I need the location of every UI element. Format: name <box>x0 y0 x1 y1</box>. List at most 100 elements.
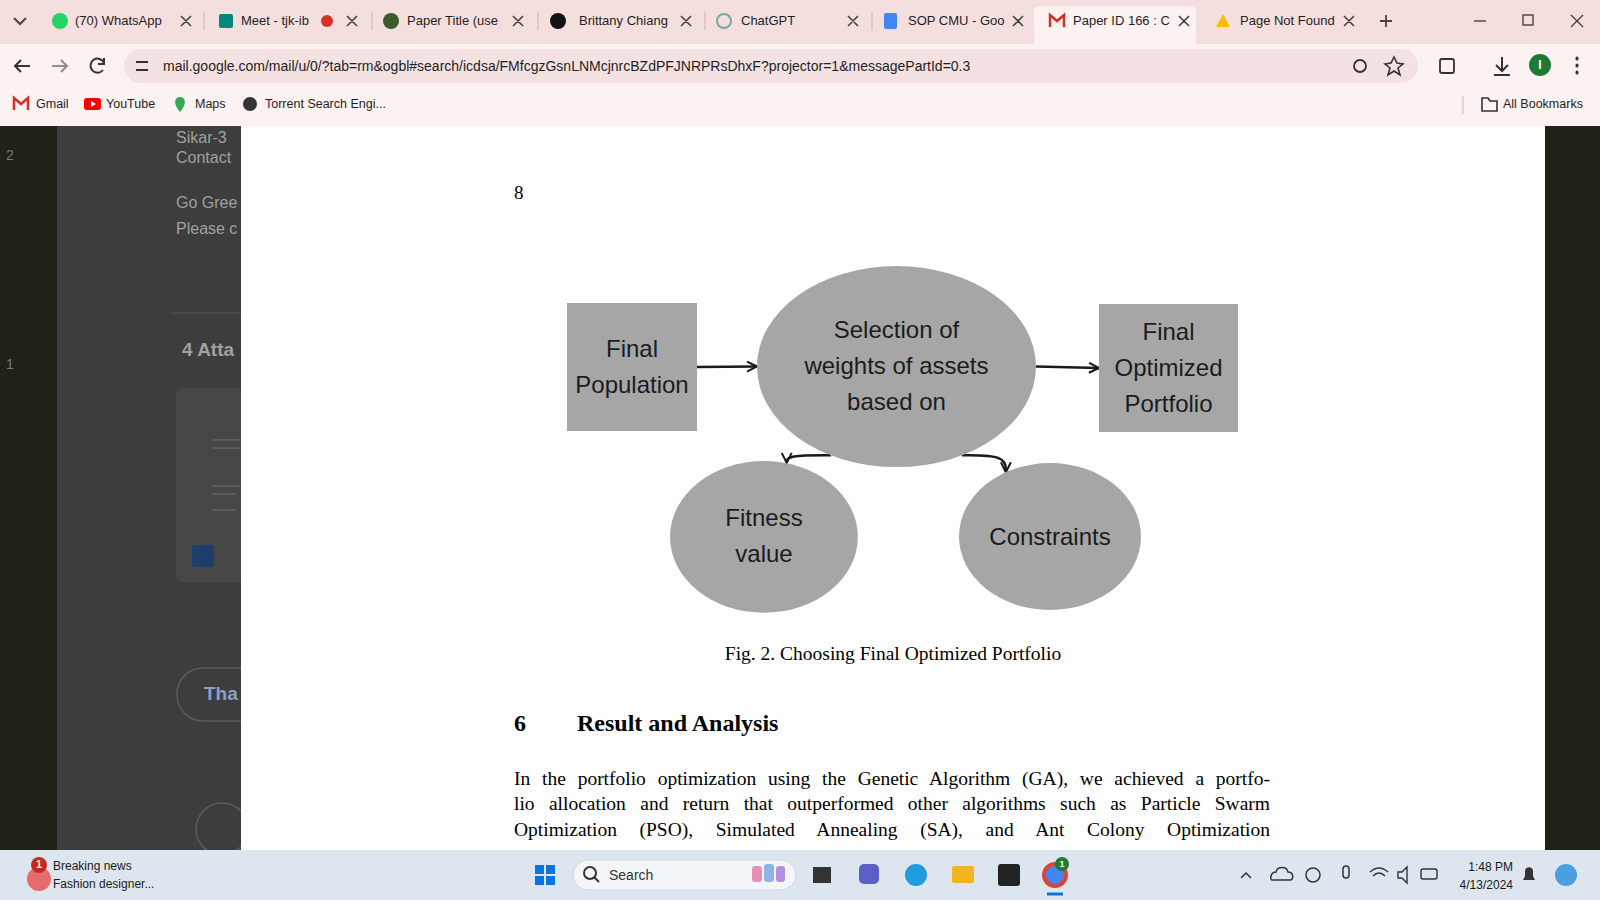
close-window-icon <box>1571 15 1583 27</box>
ellipse-outline <box>670 461 858 613</box>
windows-logo <box>535 876 544 885</box>
dimmed-mail-panel <box>57 126 247 850</box>
badge-dot <box>1055 857 1069 871</box>
page-number: 8 <box>514 182 524 205</box>
bookmark-icon <box>84 98 101 110</box>
ellipse-shape <box>670 461 858 613</box>
node-text: Final Optimized Portfolio <box>1106 314 1231 422</box>
badge-dot <box>31 857 47 873</box>
separator-line <box>170 313 241 314</box>
tray-icon <box>1306 868 1320 882</box>
search-icon <box>594 877 599 882</box>
process-box: Final Population <box>567 303 697 431</box>
minimize-icon <box>1474 20 1486 21</box>
body-text: Optimization (PSO), Simulated Annealing … <box>514 818 1270 841</box>
forward-icon <box>52 60 67 72</box>
body-text: lio allocation and return that outperfor… <box>514 792 1270 815</box>
node-text: Constraints <box>989 519 1110 555</box>
node-text: Fitness value <box>694 500 834 572</box>
new-tab-icon <box>1380 15 1392 27</box>
tab-favicon <box>383 13 399 29</box>
tab-title: Meet - tjk-ib <box>241 13 309 29</box>
dimmed-background <box>0 126 1600 850</box>
ellipse-shape <box>959 463 1141 610</box>
clock-date: 4/13/2024 <box>1460 878 1513 892</box>
figure-caption: Fig. 2. Choosing Final Optimized Portfol… <box>725 643 1061 665</box>
word-icon <box>192 545 214 567</box>
ellipse-shape <box>757 266 1036 467</box>
arrow-connector <box>962 455 1006 472</box>
bookmarks-bar <box>0 90 1600 126</box>
taskbar <box>0 850 1600 900</box>
recording-dot <box>321 15 333 27</box>
star-icon <box>1385 57 1403 75</box>
toolbar <box>0 44 1600 90</box>
dimmed-text: 2 <box>6 147 14 164</box>
bookmark-label: Maps <box>195 97 226 112</box>
dimmed-text: Sikar-3 <box>176 128 227 147</box>
bookmark-separator <box>1463 96 1464 114</box>
tray-icon <box>1241 873 1251 878</box>
mic-icon <box>1343 866 1349 878</box>
teams-icon <box>859 864 879 884</box>
tab-title: Page Not Found <box>1240 13 1335 29</box>
bell-icon <box>1523 867 1535 880</box>
tab-separators <box>204 12 872 30</box>
volume-icon <box>1398 867 1407 883</box>
search-box <box>573 860 796 890</box>
bookmark-icon <box>175 97 185 112</box>
folder-icon <box>952 866 974 883</box>
attachment-card <box>176 388 246 582</box>
profile-initial: I <box>1538 58 1541 72</box>
active-tab <box>1034 6 1196 44</box>
tray-icon <box>1271 868 1293 881</box>
task-view-icon <box>813 867 831 883</box>
arrow-connector <box>1036 366 1099 368</box>
search-highlight-art <box>776 866 785 882</box>
active-app-bar <box>1047 893 1063 896</box>
tab-favicon <box>884 13 897 29</box>
notification-badge: 1 <box>1059 859 1064 870</box>
restore-icon <box>1523 15 1533 25</box>
wifi-icon <box>1370 868 1388 876</box>
news-widget-text: Fashion designer... <box>53 877 154 891</box>
bookmark-label: YouTube <box>106 97 155 112</box>
windows-logo <box>546 865 555 874</box>
dimmed-button-text: Tha <box>204 683 238 706</box>
bookmark-label: Torrent Search Engi... <box>265 97 386 112</box>
eye-icon <box>1354 60 1366 72</box>
bookmark-label: Gmail <box>36 97 69 112</box>
criterion-ellipse: Fitness value <box>670 461 858 613</box>
tab-favicon <box>717 14 731 28</box>
folder-icon <box>1482 98 1497 111</box>
notification-badge: 1 <box>36 859 42 871</box>
tab-title: SOP CMU - Goo <box>908 13 1005 29</box>
menu-icon <box>1576 58 1579 73</box>
battery-icon <box>1421 869 1437 879</box>
url-text: mail.google.com/mail/u/0/?tab=rm&ogbl#se… <box>163 58 970 75</box>
tab-title: Paper ID 166 : C <box>1073 13 1170 29</box>
dimmed-text: Please c <box>176 219 237 238</box>
section-heading: Result and Analysis <box>577 709 778 738</box>
app-icon <box>998 864 1020 886</box>
output-box: Final Optimized Portfolio <box>1099 304 1238 432</box>
news-widget-title: Breaking news <box>53 859 132 873</box>
node-text: Selection of weights of assets based on <box>794 312 999 420</box>
arrow-connector <box>787 455 831 463</box>
dimmed-text: 1 <box>6 356 14 373</box>
tab-strip <box>0 0 1600 44</box>
windows-logo <box>535 865 544 874</box>
edge-icon <box>905 864 927 886</box>
site-info-icon <box>136 62 148 70</box>
bookmark-label: All Bookmarks <box>1503 97 1583 112</box>
search-box-text: Search <box>609 867 653 884</box>
selection-ellipse: Selection of weights of assets based on <box>757 266 1036 467</box>
tab-title: (70) WhatsApp <box>75 13 162 29</box>
bookmark-icon <box>91 101 96 107</box>
tab-favicon <box>1050 15 1064 27</box>
attachment-preview-lines <box>212 440 240 510</box>
dimmed-text: Contact <box>176 148 231 167</box>
tab-title: Brittany Chiang <box>579 13 668 29</box>
